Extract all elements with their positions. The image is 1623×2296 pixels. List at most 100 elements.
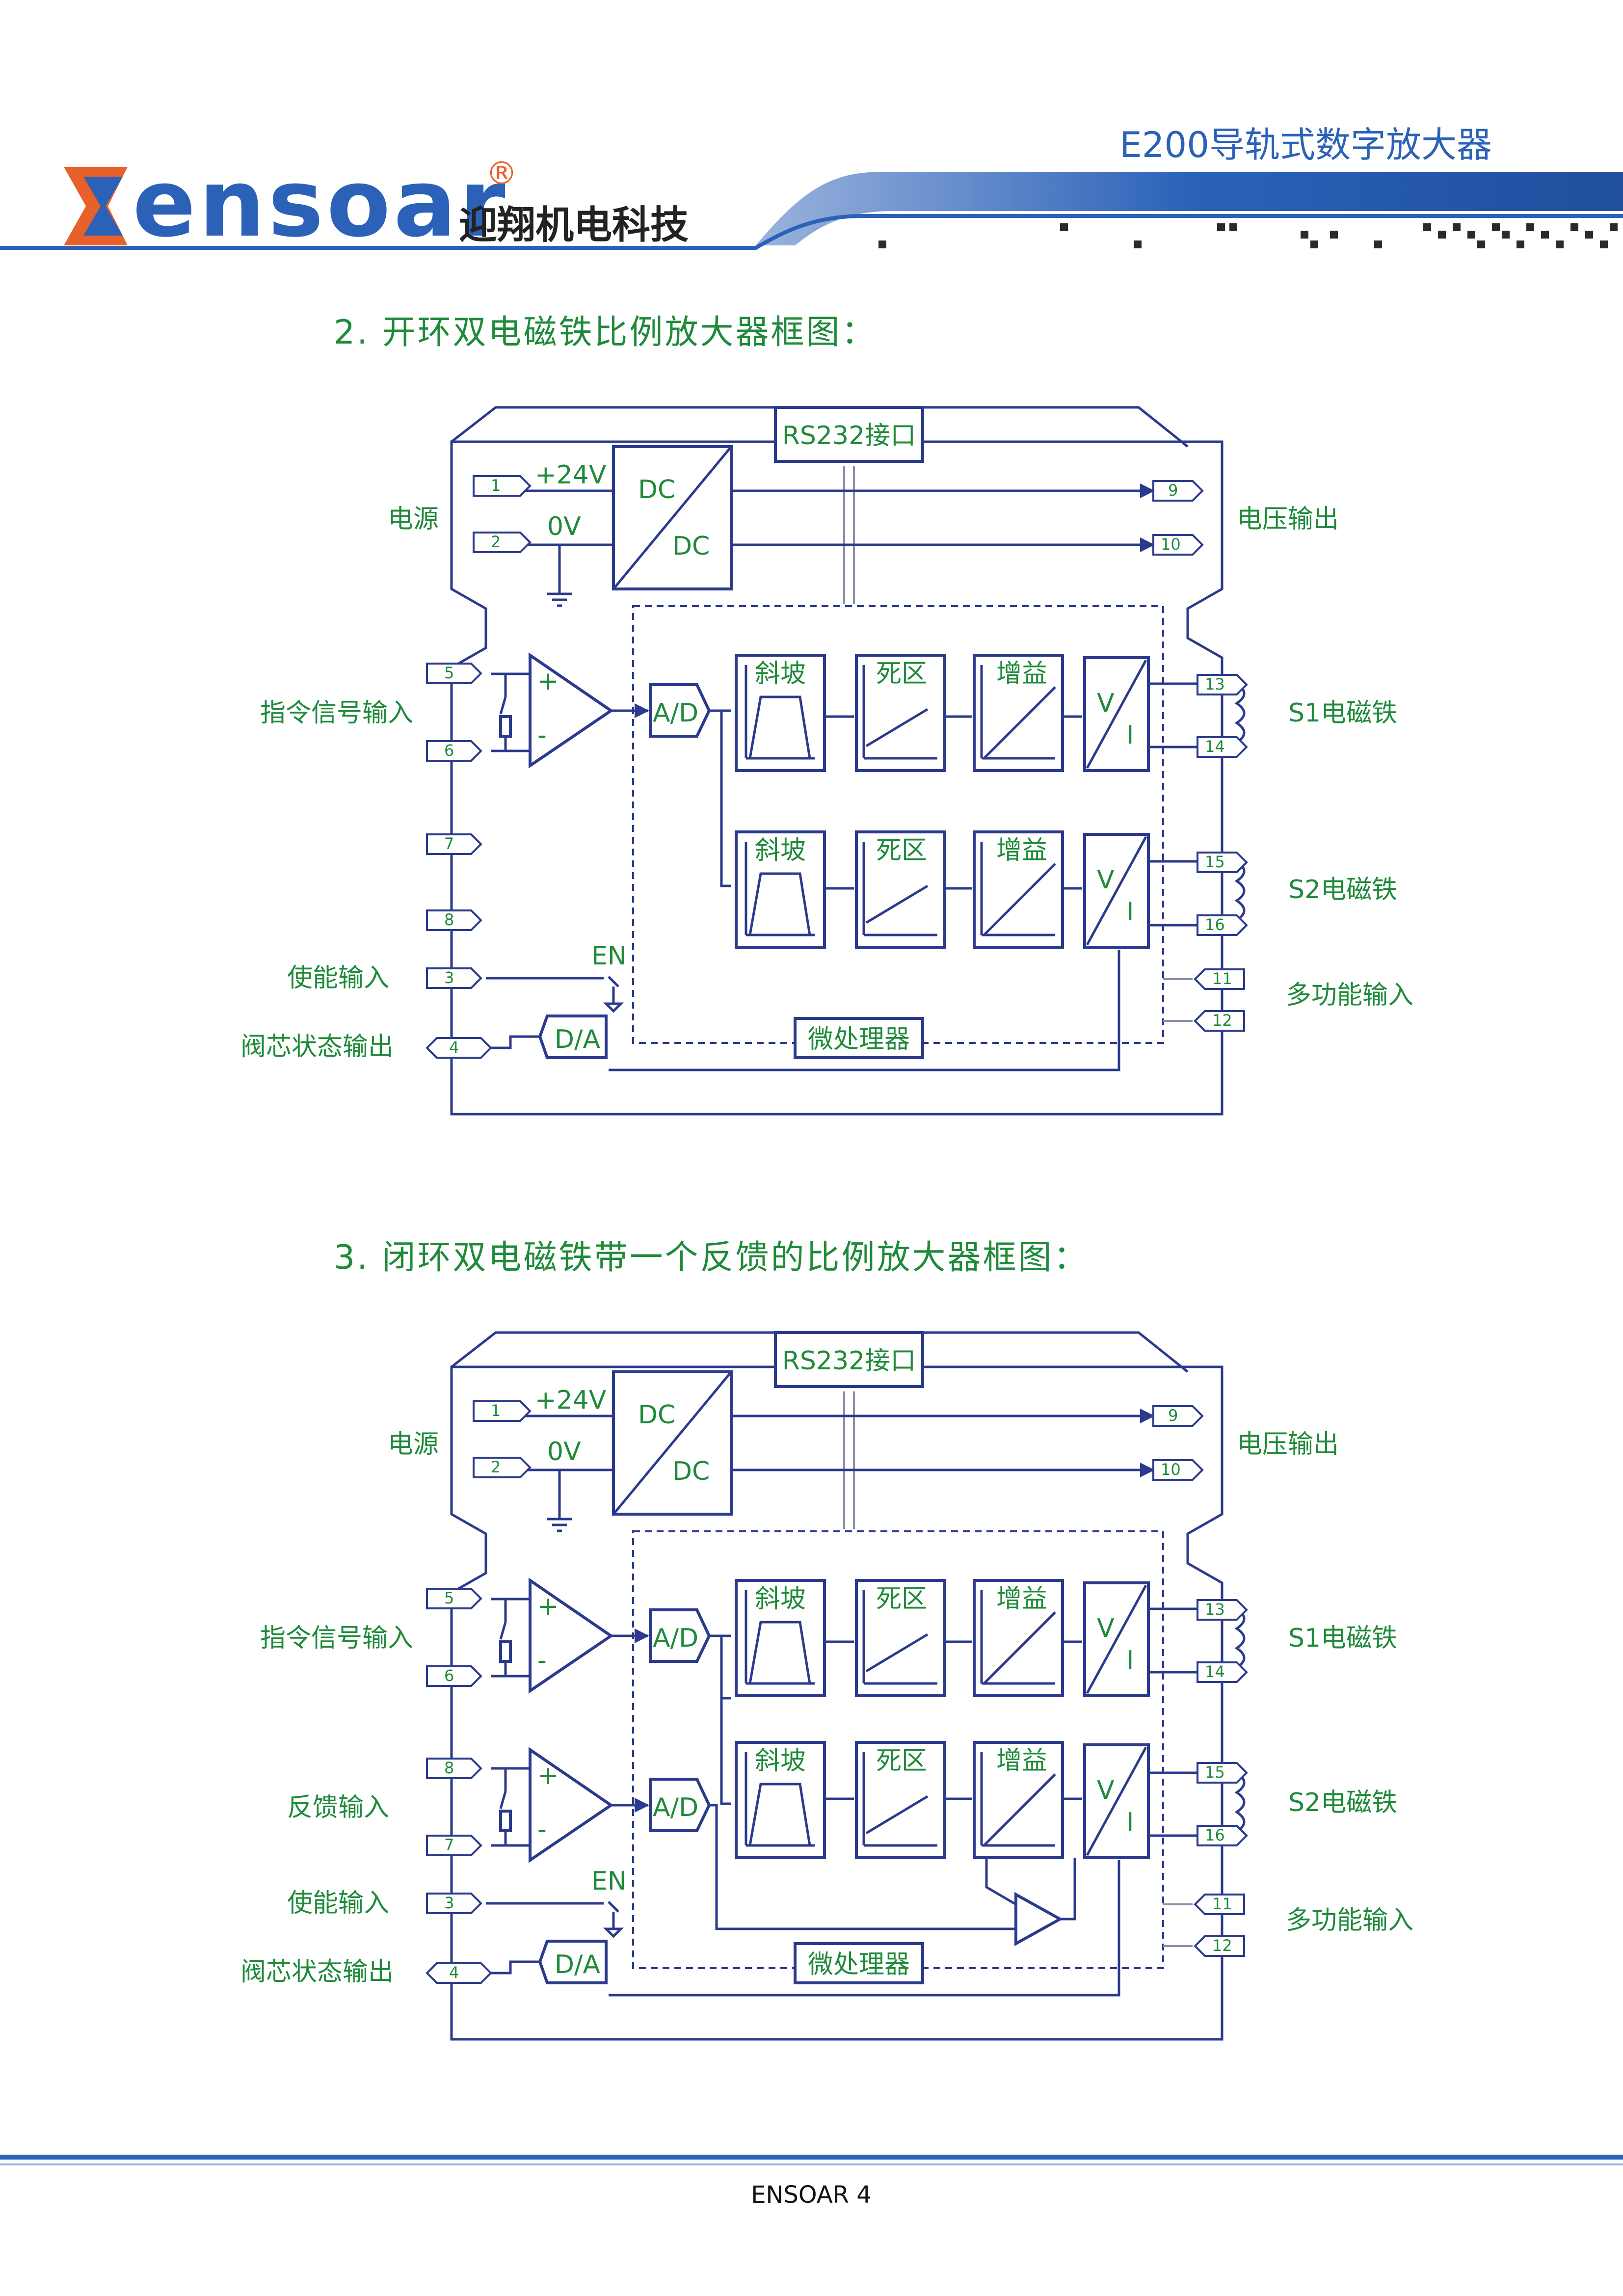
i-label-1: I [1126,721,1134,750]
rs232-label-3: RS232接口 [782,1346,916,1376]
enable-input-label-3: 使能输入 [287,1889,389,1918]
ground-symbol-3 [547,1470,572,1532]
terminal-13: 13 [1205,675,1225,694]
footer: ENSOAR 4 [0,2155,1623,2209]
section3-terminals: 1 2 5 6 8 7 3 4 9 10 13 14 15 16 11 12 [426,1400,1248,1984]
v-label-3a: V [1097,1614,1115,1643]
mcu-label-3: 微处理器 [808,1950,910,1979]
multi-input-label-3: 多功能输入 [1286,1906,1413,1935]
s1-coil-3 [1234,1607,1246,1669]
terminal-3: 3 [444,968,454,987]
dc-top-label: DC [638,475,675,505]
zerov-label: 0V [547,512,581,541]
terminal-14: 14 [1205,737,1225,756]
ad-converter-2 [649,1778,711,1832]
gain-block-1 [973,654,1064,772]
terminal-15: 15 [1205,853,1225,871]
opamp2-minus: - [537,1815,547,1844]
header-dots [878,223,1618,248]
company-name: 迎翔机电科技 [459,203,689,247]
terminal-12: 12 [1212,1011,1232,1030]
deadband-label-3a: 死区 [876,1584,927,1614]
housing-outline [450,406,1224,1116]
deadband-label-3b: 死区 [876,1746,927,1776]
gain-label-3a: 增益 [996,1584,1047,1614]
valve-status-label-3: 阀芯状态输出 [240,1957,394,1987]
deadband-label-2: 死区 [876,836,927,865]
mcu-label: 微处理器 [808,1025,910,1054]
dc-bottom-label-3: DC [672,1457,710,1486]
terminal3-5: 5 [444,1589,454,1607]
opamp-minus: - [537,721,547,750]
ad-converter-1 [649,1608,711,1663]
ramp-label-3b: 斜坡 [755,1746,806,1776]
terminal3-4: 4 [449,1963,459,1982]
da-label: D/A [555,1025,601,1054]
terminal-1: 1 [491,476,501,495]
section2-diagram: 2. 开环双电磁铁比例放大器框图： RS232接口 DC DC +24V 0V … [240,313,1413,1116]
section2-title: 2. 开环双电磁铁比例放大器框图： [334,313,877,352]
s2-label-3: S2电磁铁 [1288,1788,1397,1817]
terminal3-1: 1 [491,1401,501,1420]
terminal-7: 7 [444,834,454,853]
i-label-2: I [1126,897,1134,927]
s1-coil [1234,682,1246,744]
terminal3-11: 11 [1212,1895,1232,1913]
terminal-16: 16 [1205,915,1225,934]
feedback-input-label-3: 反馈输入 [287,1793,389,1822]
da-label-3: D/A [555,1950,601,1979]
multi-input-label: 多功能输入 [1286,981,1413,1010]
en-label: EN [591,941,627,971]
voltage-out-label: 电压输出 [1237,505,1339,534]
channel2-row-3: 斜坡 死区 增益 V I [720,1698,1207,1859]
v-label-1: V [1097,689,1115,718]
en-label-3: EN [591,1867,627,1896]
feedback-comparator [1014,1892,1064,1947]
channel1-row-3: 斜坡 死区 增益 V I [735,1579,1207,1697]
deadband-label-1: 死区 [876,659,927,689]
ad-label: A/D [653,698,698,728]
terminal3-6: 6 [444,1666,454,1685]
mcu-box-3 [794,1942,924,1984]
header-rule [0,214,1623,250]
footer-page-label: ENSOAR 4 [751,2181,872,2209]
terminal-9: 9 [1168,481,1178,500]
s2-coil [1234,860,1246,922]
terminal3-3: 3 [444,1894,454,1912]
logo-mark [64,167,128,245]
channel1-row: 斜坡 死区 增益 V I [735,654,1207,772]
plus24v-label: +24V [535,460,607,490]
terminal3-7: 7 [444,1836,454,1854]
ad-converter [649,683,711,738]
rs232-bus [843,466,855,604]
section2-terminals: 1 2 5 6 7 8 3 4 9 10 13 14 15 16 11 12 [426,475,1248,1059]
gain-label-3b: 增益 [996,1746,1047,1776]
terminal3-12: 12 [1212,1936,1232,1955]
s1-label-3: S1电磁铁 [1288,1624,1397,1653]
terminal-8: 8 [444,910,454,929]
terminal3-16: 16 [1205,1826,1225,1844]
gain-label-1: 增益 [996,659,1047,689]
power-label: 电源 [388,505,439,534]
ad-label-1: A/D [653,1624,698,1653]
terminal-5: 5 [444,664,454,682]
zerov-label-3: 0V [547,1437,581,1467]
header-swoosh [756,172,1623,245]
ground-symbol [547,545,572,607]
s1-label: S1电磁铁 [1288,698,1397,728]
command-opamp [529,1577,614,1694]
opamp1-plus: + [537,1592,559,1621]
input-resistor [499,715,512,738]
ramp-label-2: 斜坡 [755,836,806,865]
terminal3-9: 9 [1168,1406,1178,1425]
rs232-box-3 [774,1331,924,1388]
deadband-block-1 [855,654,946,772]
terminal3-15: 15 [1205,1763,1225,1782]
terminal-2: 2 [491,533,501,551]
terminal3-8: 8 [444,1759,454,1777]
feedback-opamp [529,1747,614,1863]
deadband-block-2 [855,830,946,949]
terminal-6: 6 [444,741,454,760]
rs232-label: RS232接口 [782,421,916,451]
voltage-out-label-3: 电压输出 [1237,1430,1339,1459]
